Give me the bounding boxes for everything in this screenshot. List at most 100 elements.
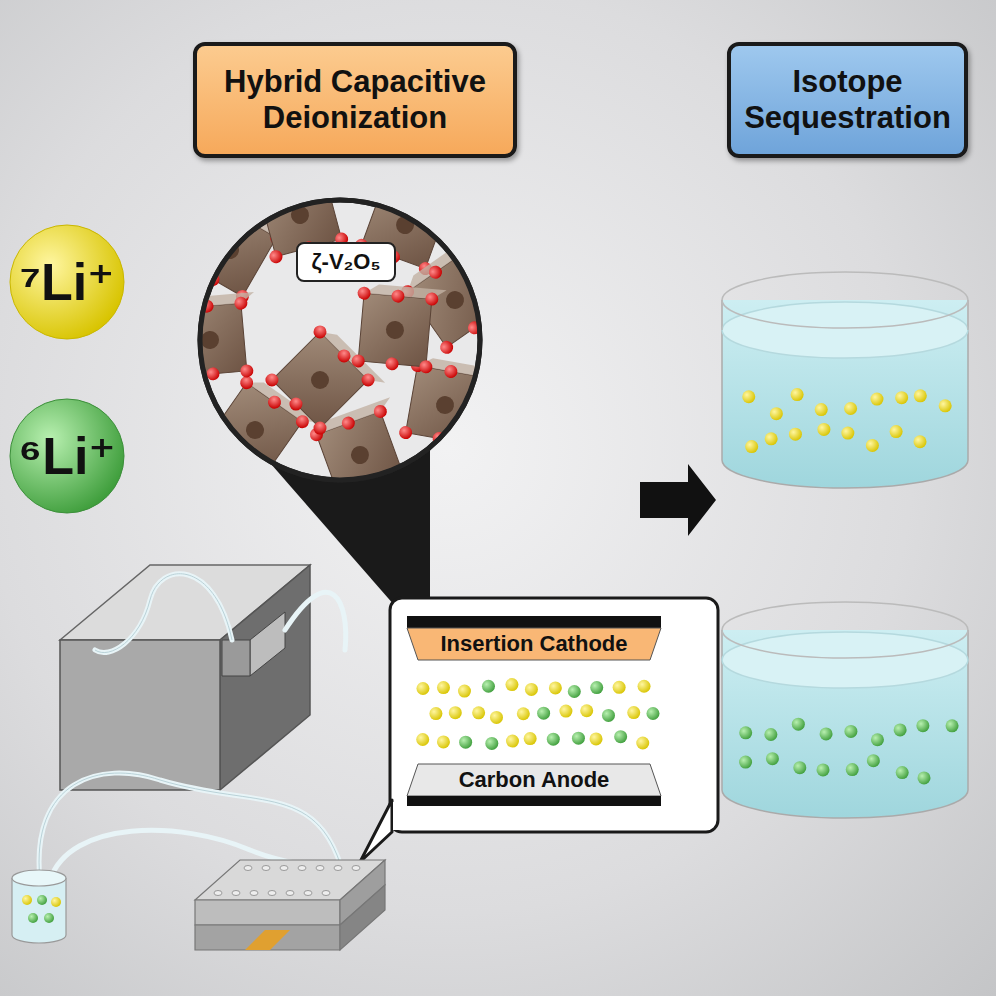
oxygen-atom — [351, 354, 365, 368]
oxygen-atom — [263, 371, 281, 389]
current-collector — [407, 616, 661, 628]
cathode-bar — [407, 628, 661, 660]
oxygen-atom — [316, 165, 332, 181]
ion-dot — [549, 681, 562, 694]
current-collector — [407, 796, 661, 806]
ion-dot — [939, 399, 952, 412]
node-text: Carbon Anode — [459, 767, 610, 793]
ion-sphere — [10, 225, 124, 339]
ion-dot — [437, 681, 450, 694]
node-text: Insertion Cathode — [440, 631, 627, 657]
oxygen-atom — [425, 292, 439, 306]
ion-dot — [580, 704, 593, 717]
flow-cell — [195, 860, 385, 950]
oxygen-atom — [238, 212, 256, 230]
callout-tail — [360, 800, 392, 862]
oxygen-atom — [359, 371, 377, 389]
structure-label: ζ-V₂O₅ — [296, 242, 396, 282]
ion-dot — [482, 680, 495, 693]
oxygen-atom — [226, 449, 244, 467]
ion-dot — [449, 706, 462, 719]
tubing — [39, 574, 346, 880]
ion-dot — [820, 727, 833, 740]
ion-dots — [739, 388, 959, 784]
oxygen-atom — [265, 393, 283, 411]
oxygen-atom — [493, 299, 511, 317]
oxygen-atom — [340, 415, 357, 432]
ion-dot — [636, 736, 649, 749]
ion-dot — [766, 752, 779, 765]
ion-dot — [916, 719, 929, 732]
beaker — [722, 272, 968, 488]
ion-dot — [638, 680, 651, 693]
oxygen-atom — [287, 395, 305, 413]
ion-dot — [559, 705, 572, 718]
oxygen-atom — [311, 419, 329, 437]
ion-dot — [613, 681, 626, 694]
oxygen-atom — [398, 425, 413, 440]
ion-dot — [765, 432, 778, 445]
title-box: Isotope Sequestration — [727, 42, 968, 158]
ion-dot — [627, 706, 640, 719]
crystal-structure — [166, 160, 518, 507]
sample-vial — [12, 870, 66, 943]
ion-dot — [590, 732, 603, 745]
oxygen-atom — [440, 196, 457, 213]
title-box: Hybrid Capacitive Deionization — [193, 42, 517, 158]
vo6-octahedron — [351, 283, 447, 375]
ion-dot — [572, 732, 585, 745]
ion-dot — [524, 732, 537, 745]
ion-dot — [896, 766, 909, 779]
ion-dot — [870, 393, 883, 406]
electrode-label: Carbon Anode — [418, 764, 650, 796]
ion-dot — [506, 735, 519, 748]
ion-dots — [416, 678, 659, 750]
ion-dot — [866, 439, 879, 452]
node-text: ⁶Li⁺ — [18, 426, 116, 486]
oxygen-atom — [175, 254, 193, 272]
ion-dot — [525, 683, 538, 696]
ion-dot — [770, 407, 783, 420]
ion-dot — [946, 719, 959, 732]
ion-dot — [416, 733, 429, 746]
ion-dot — [568, 685, 581, 698]
oxygen-atom — [465, 437, 480, 452]
ion-sphere — [10, 399, 124, 513]
oxygen-atom — [331, 490, 348, 507]
ion-dot — [505, 678, 518, 691]
ion-dot — [815, 403, 828, 416]
oxygen-atom — [419, 360, 433, 374]
ion-dot — [846, 763, 859, 776]
vo6-octahedron — [166, 292, 262, 384]
callout-box — [390, 598, 718, 832]
oxygen-atom — [363, 479, 380, 496]
ion-dot — [485, 737, 498, 750]
oxygen-atom — [357, 286, 371, 300]
ion-dot — [459, 736, 472, 749]
ion-dot — [895, 391, 908, 404]
oxygen-atom — [250, 183, 266, 199]
ion-dot — [602, 709, 615, 722]
ion-dot — [914, 435, 927, 448]
ion-label: ⁷Li⁺ — [10, 225, 124, 339]
ion-dot — [739, 726, 752, 739]
ion-dot — [867, 754, 880, 767]
ion-dot — [894, 723, 907, 736]
ion-dot — [490, 711, 503, 724]
ion-dot — [914, 389, 927, 402]
ion-dot — [472, 706, 485, 719]
oxygen-atom — [209, 195, 227, 213]
flow-arrow — [640, 464, 716, 536]
ion-dot — [416, 682, 429, 695]
ion-dot — [791, 388, 804, 401]
oxygen-atom — [268, 249, 284, 265]
oxygen-atom — [254, 468, 272, 486]
oxygen-atom — [438, 338, 456, 356]
oxygen-atom — [408, 185, 425, 202]
vo6-octahedron — [398, 355, 500, 454]
ion-dot — [890, 425, 903, 438]
node-text: Hybrid Capacitive Deionization — [211, 64, 499, 135]
ion-dot — [429, 707, 442, 720]
oxygen-atom — [199, 429, 217, 447]
oxygen-atom — [240, 364, 254, 378]
